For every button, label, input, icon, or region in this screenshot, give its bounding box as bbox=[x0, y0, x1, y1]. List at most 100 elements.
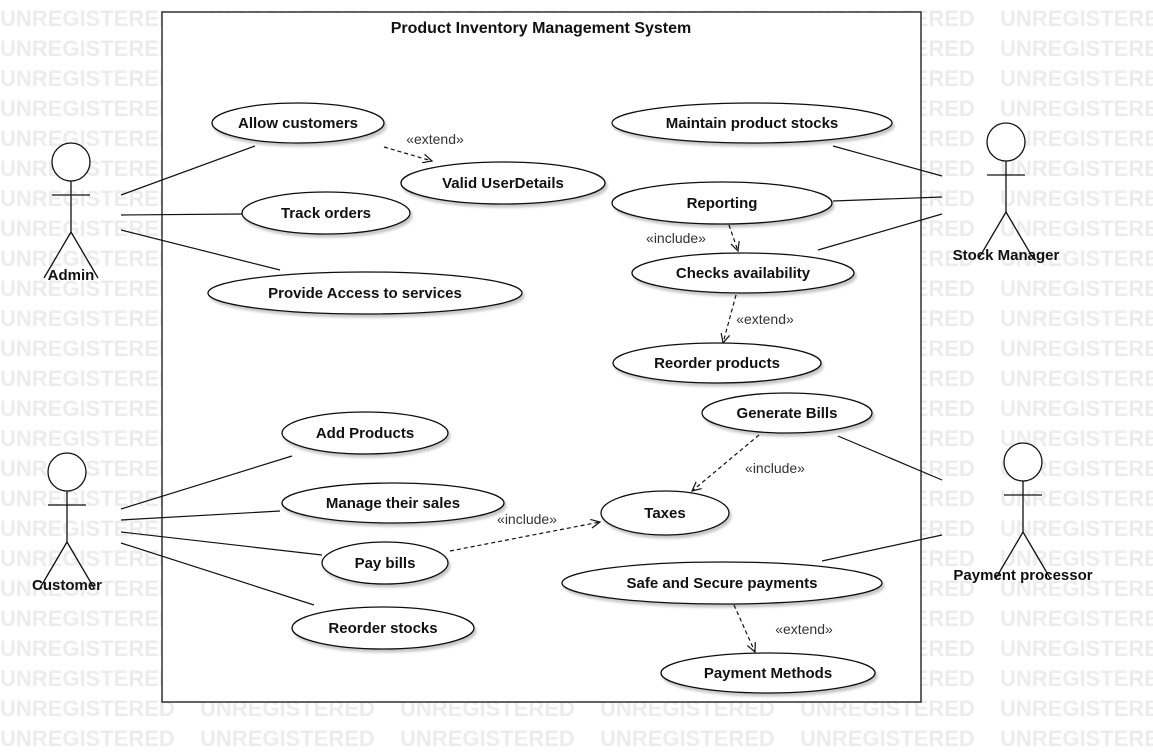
watermark-text: UNREGISTERED bbox=[0, 426, 175, 451]
use-case-valid-userdetails: Valid UserDetails bbox=[400, 161, 606, 205]
use-case-ellipse bbox=[400, 161, 606, 205]
watermark-text: UNREGISTERED bbox=[1000, 306, 1153, 331]
watermark-text: UNREGISTERED bbox=[800, 726, 975, 751]
use-case-label: Pay bills bbox=[355, 555, 416, 572]
watermark-text: UNREGISTERED bbox=[1000, 216, 1153, 241]
watermark-text: UNREGISTERED bbox=[1000, 156, 1153, 181]
use-case-reorder-stocks: Reorder stocks bbox=[291, 606, 475, 650]
watermark-text: UNREGISTERED bbox=[0, 666, 175, 691]
watermark-text: UNREGISTERED bbox=[1000, 606, 1153, 631]
dependency-allow-customers-to-valid-userdetails: «extend» bbox=[383, 131, 464, 164]
use-case-label: Payment Methods bbox=[704, 665, 832, 682]
stick-figure-icon bbox=[995, 442, 1051, 579]
actor-label: Stock Manager bbox=[953, 247, 1060, 264]
use-case-ellipse bbox=[207, 271, 523, 315]
watermark-text: UNREGISTERED bbox=[400, 726, 575, 751]
use-case-ellipse bbox=[281, 482, 505, 524]
use-case-label: Manage their sales bbox=[326, 495, 460, 512]
use-case-label: Safe and Secure payments bbox=[627, 575, 818, 592]
use-case-label: Reporting bbox=[687, 195, 758, 212]
stereotype-label: «include» bbox=[497, 511, 557, 527]
use-case-ellipse bbox=[291, 606, 475, 650]
watermark-text: UNREGISTERED bbox=[0, 216, 175, 241]
watermark-text: UNREGISTERED bbox=[200, 726, 375, 751]
association-line bbox=[120, 229, 281, 271]
use-case-ellipse bbox=[611, 102, 893, 144]
use-case-generate-bills: Generate Bills bbox=[701, 392, 873, 434]
watermark-text: UNREGISTERED bbox=[1000, 66, 1153, 91]
association-line bbox=[832, 196, 943, 202]
use-case-label: Valid UserDetails bbox=[442, 175, 564, 192]
open-arrowhead-icon bbox=[746, 641, 756, 654]
watermark-text: UNREGISTERED bbox=[1000, 96, 1153, 121]
use-case-pay-bills: Pay bills bbox=[321, 541, 449, 585]
association-line bbox=[120, 455, 293, 510]
use-case-safe-payments: Safe and Secure payments bbox=[561, 561, 883, 605]
stick-figure-icon bbox=[43, 142, 99, 279]
watermark-text: UNREGISTERED bbox=[1000, 126, 1153, 151]
use-case-maintain-stocks: Maintain product stocks bbox=[611, 102, 893, 144]
use-case-label: Reorder stocks bbox=[328, 620, 437, 637]
actor-label: Admin bbox=[48, 267, 95, 284]
use-case-label: Track orders bbox=[281, 205, 371, 222]
actor-stock-manager: Stock Manager bbox=[953, 122, 1060, 264]
use-case-add-products: Add Products bbox=[281, 411, 449, 455]
association-line bbox=[120, 542, 315, 606]
stick-figure-icon bbox=[978, 122, 1034, 259]
actor-label: Payment processor bbox=[953, 567, 1092, 584]
association-lines bbox=[120, 145, 943, 606]
dependency-line bbox=[383, 146, 433, 162]
use-case-ellipse bbox=[281, 411, 449, 455]
watermark-text: UNREGISTERED bbox=[0, 396, 175, 421]
watermark-text: UNREGISTERED bbox=[0, 696, 175, 721]
watermark-text: UNREGISTERED bbox=[0, 546, 175, 571]
association-line bbox=[120, 531, 323, 556]
use-case-ellipse bbox=[211, 102, 385, 144]
watermark-text: UNREGISTERED bbox=[0, 186, 175, 211]
watermark-text: UNREGISTERED bbox=[0, 726, 175, 751]
association-line bbox=[817, 213, 943, 251]
dependency-generate-bills-to-taxes: «include» bbox=[690, 434, 805, 492]
stereotype-label: «include» bbox=[745, 460, 805, 476]
use-case-reporting: Reporting bbox=[611, 181, 833, 225]
watermark-text: UNREGISTERED bbox=[600, 726, 775, 751]
watermark-text: UNREGISTERED bbox=[1000, 696, 1153, 721]
actor-label: Customer bbox=[32, 577, 102, 594]
dependency-line bbox=[691, 434, 760, 492]
use-case-label: Generate Bills bbox=[737, 405, 838, 422]
watermark-text: UNREGISTERED bbox=[0, 96, 175, 121]
actor-customer: Customer bbox=[32, 452, 102, 594]
dependency-reporting-to-checks-availability: «include» bbox=[646, 224, 740, 253]
actor-admin: Admin bbox=[43, 142, 99, 284]
watermark-text: UNREGISTERED bbox=[0, 516, 175, 541]
dependency-pay-bills-to-taxes: «include» bbox=[449, 511, 602, 552]
watermark-text: UNREGISTERED bbox=[0, 246, 175, 271]
watermark-text: UNREGISTERED bbox=[0, 456, 175, 481]
watermark-text: UNREGISTERED bbox=[0, 306, 175, 331]
stereotype-label: «extend» bbox=[736, 311, 794, 327]
stick-figure-icon bbox=[39, 452, 95, 589]
dependency-line bbox=[733, 604, 756, 653]
association-line bbox=[120, 145, 256, 196]
use-case-ellipse bbox=[660, 652, 876, 694]
open-arrowhead-icon bbox=[730, 240, 740, 253]
dependency-line bbox=[728, 224, 739, 252]
watermark-text: UNREGISTERED bbox=[0, 276, 175, 301]
stereotype-label: «extend» bbox=[775, 621, 833, 637]
use-case-label: Maintain product stocks bbox=[666, 115, 839, 132]
stereotype-label: «extend» bbox=[406, 131, 464, 147]
use-case-ellipse bbox=[611, 181, 833, 225]
watermark-text: UNREGISTERED bbox=[1000, 576, 1153, 601]
stereotype-label: «include» bbox=[646, 230, 706, 246]
use-case-ellipse bbox=[612, 342, 822, 384]
watermark-text: UNREGISTERED bbox=[1000, 6, 1153, 31]
use-case-ellipse bbox=[701, 392, 873, 434]
watermark-text: UNREGISTERED bbox=[0, 606, 175, 631]
use-case-label: Provide Access to services bbox=[268, 285, 462, 302]
use-case-provide-access: Provide Access to services bbox=[207, 271, 523, 315]
use-case-manage-sales: Manage their sales bbox=[281, 482, 505, 524]
association-line bbox=[120, 213, 243, 216]
dependency-line bbox=[449, 521, 601, 552]
